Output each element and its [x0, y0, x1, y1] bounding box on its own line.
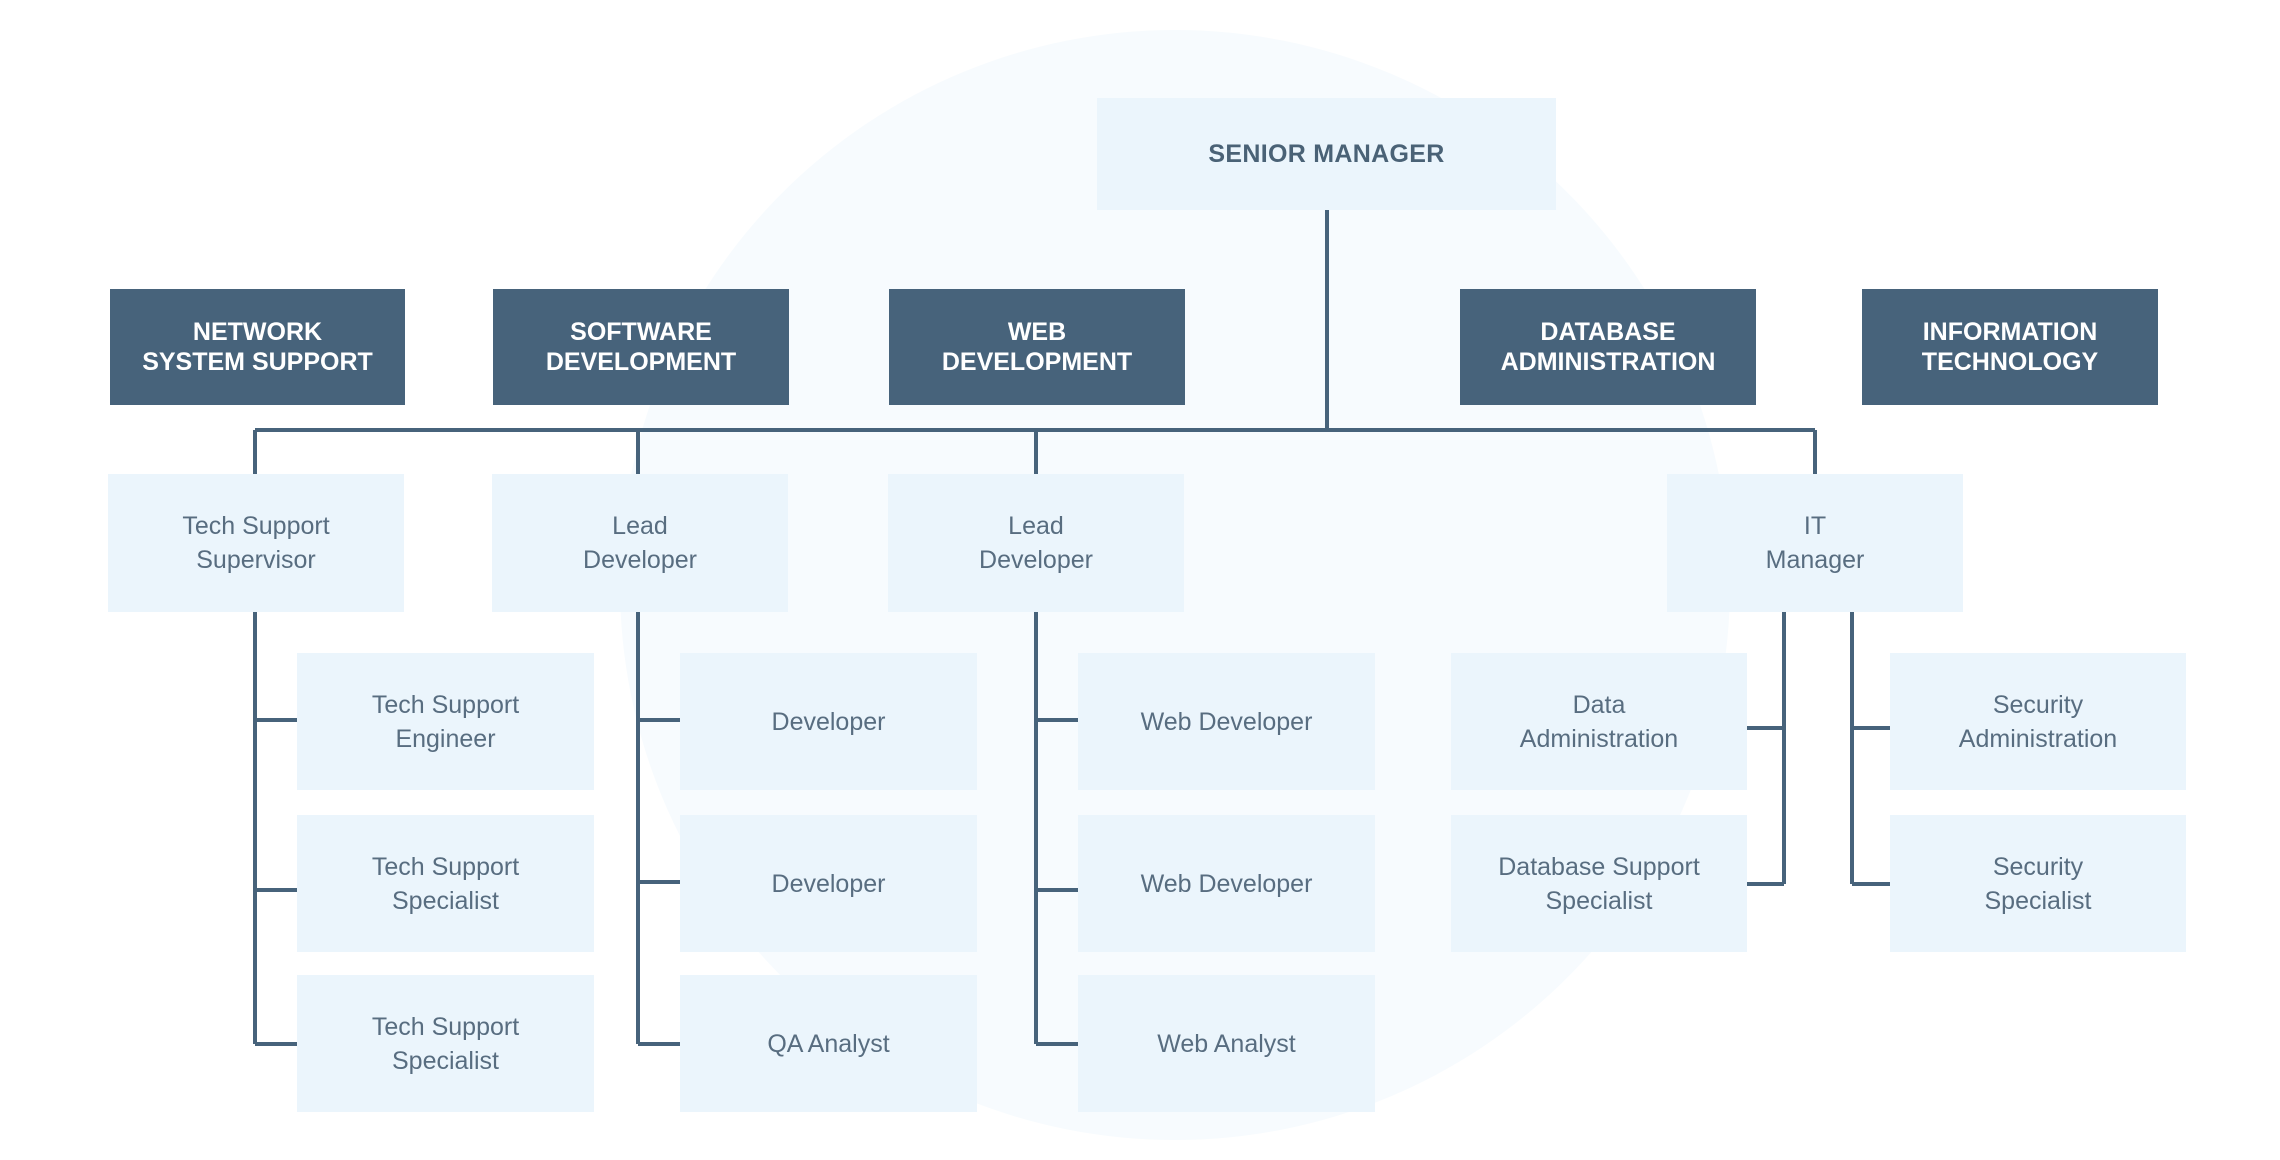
role-tech-support-specialist-2: Tech Support Specialist — [297, 975, 594, 1112]
connector-col2 — [636, 612, 680, 1046]
connector-col4 — [1747, 612, 1786, 886]
connector-col5 — [1850, 612, 1890, 886]
role-database-support-specialist: Database Support Specialist — [1451, 815, 1747, 952]
lead-developer-software: Lead Developer — [492, 474, 788, 612]
role-qa-analyst: QA Analyst — [680, 975, 977, 1112]
dept-web-development: WEB DEVELOPMENT — [889, 289, 1185, 405]
role-web-developer-1: Web Developer — [1078, 653, 1375, 790]
role-developer-1: Developer — [680, 653, 977, 790]
dept-network-system-support: NETWORK SYSTEM SUPPORT — [110, 289, 405, 405]
lead-developer-web: Lead Developer — [888, 474, 1184, 612]
lead-it-manager: IT Manager — [1667, 474, 1963, 612]
dept-database-administration: DATABASE ADMINISTRATION — [1460, 289, 1756, 405]
dept-software-development: SOFTWARE DEVELOPMENT — [493, 289, 789, 405]
connector-col1 — [253, 612, 297, 1046]
connector-col3 — [1034, 612, 1078, 1046]
role-developer-2: Developer — [680, 815, 977, 952]
dept-information-technology: INFORMATION TECHNOLOGY — [1862, 289, 2158, 405]
lead-tech-support-supervisor: Tech Support Supervisor — [108, 474, 404, 612]
role-data-administration: Data Administration — [1451, 653, 1747, 790]
role-tech-support-specialist-1: Tech Support Specialist — [297, 815, 594, 952]
role-tech-support-engineer: Tech Support Engineer — [297, 653, 594, 790]
senior-manager-box: SENIOR MANAGER — [1097, 98, 1556, 210]
role-web-developer-2: Web Developer — [1078, 815, 1375, 952]
role-web-analyst: Web Analyst — [1078, 975, 1375, 1112]
role-security-administration: Security Administration — [1890, 653, 2186, 790]
role-security-specialist: Security Specialist — [1890, 815, 2186, 952]
